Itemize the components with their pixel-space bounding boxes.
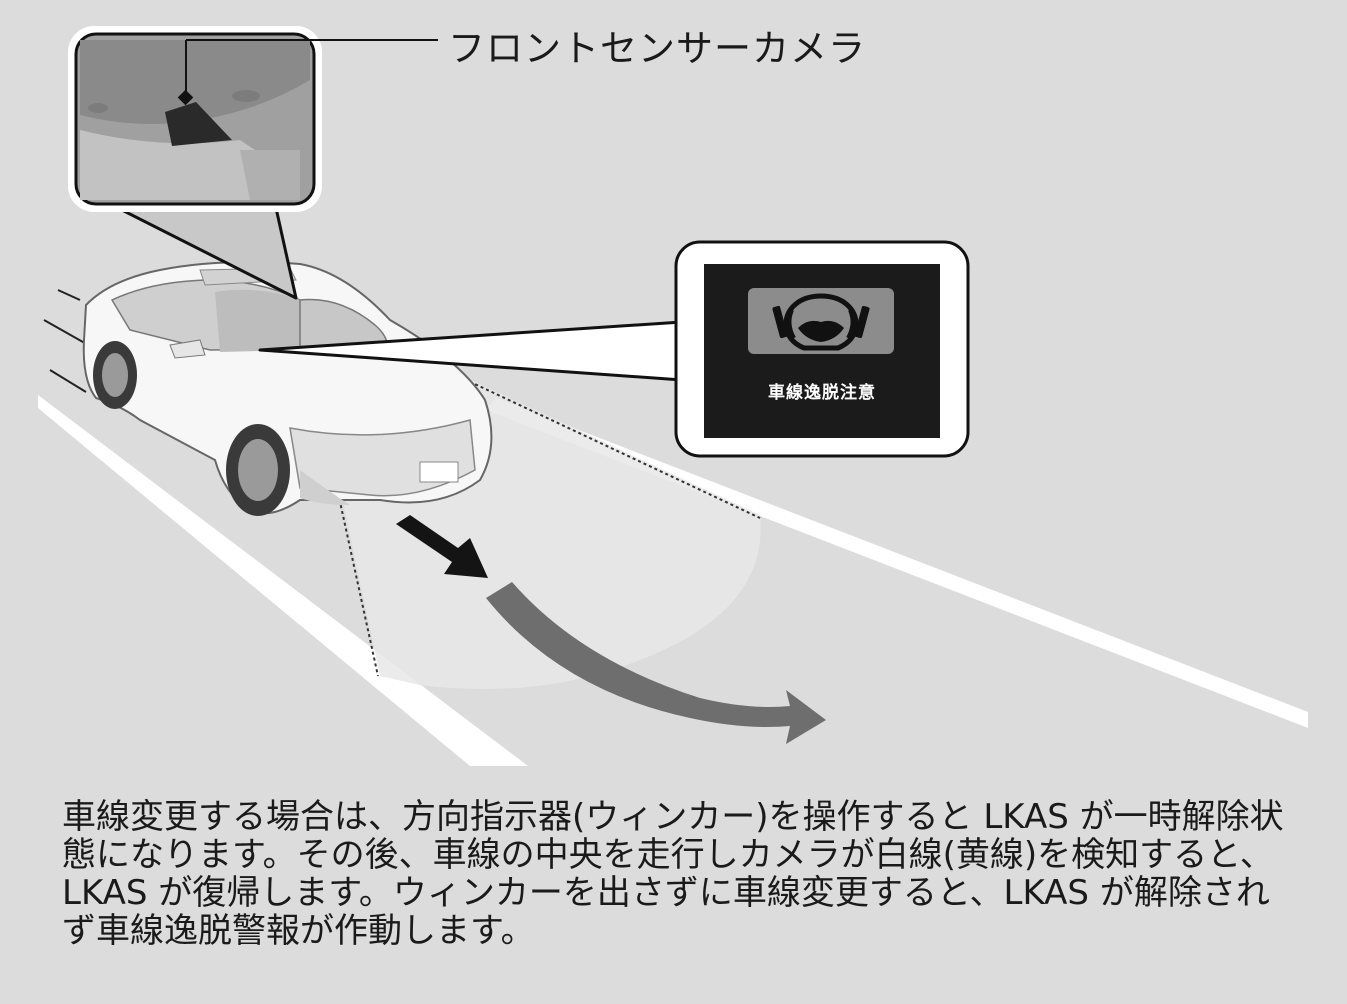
lane-departure-warning-icon [772,293,870,351]
illustration [38,26,1308,766]
lane-line-right [486,398,1308,728]
motion-lines [43,289,91,393]
display-message: 車線逸脱注意 [768,383,876,403]
departure-arrow-curved [486,582,826,744]
departure-arrow-short [396,515,488,578]
front-sensor-camera-icon [165,102,232,146]
display-screen: 車線逸脱注意 [704,264,940,438]
warning-icon-box [748,288,894,354]
car [82,261,493,516]
camera-callout-marker [177,89,194,106]
camera-inset [68,26,322,212]
camera-label: フロントセンサーカメラ [448,27,866,70]
caption-text: 車線変更する場合は、方向指示器(ウィンカー)を操作すると LKAS が一時解除状… [62,797,1284,951]
